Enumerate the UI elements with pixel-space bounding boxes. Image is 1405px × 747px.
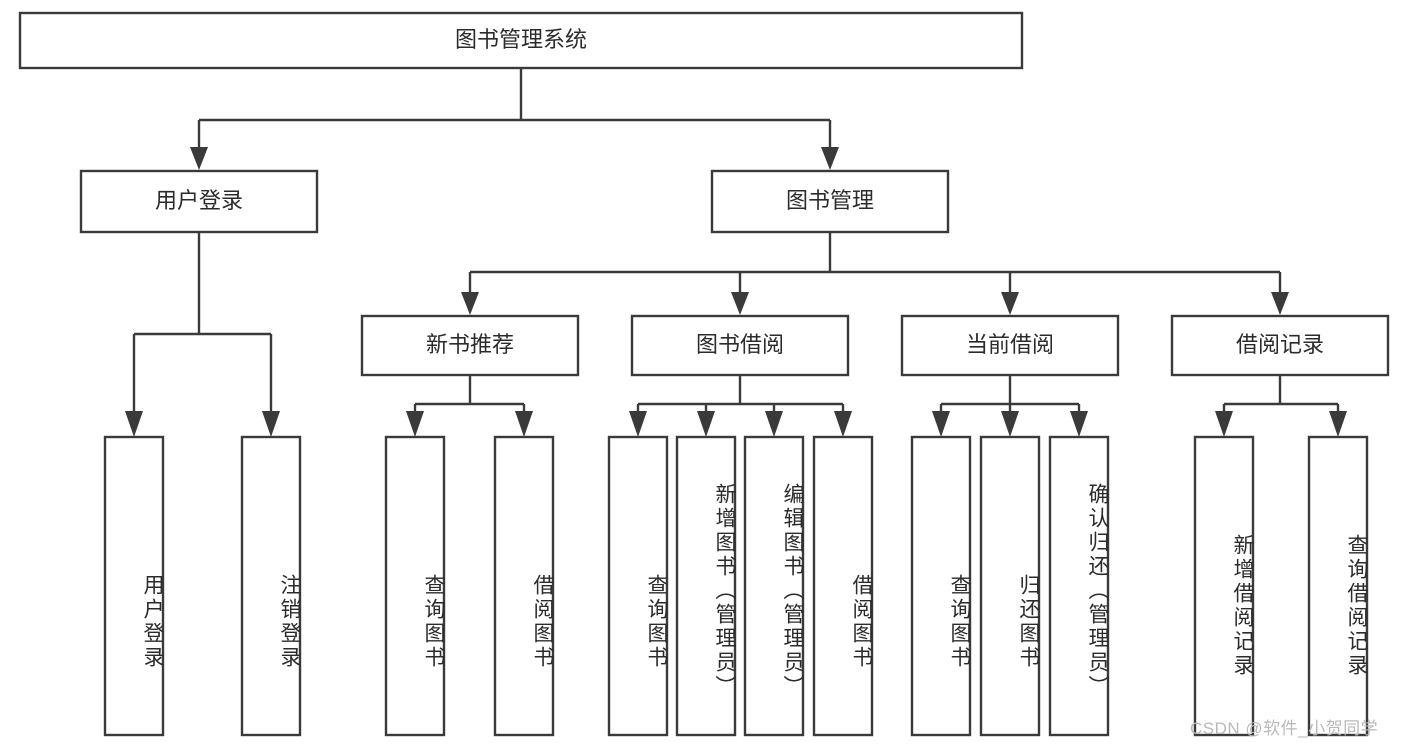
arrow-leaf-2 xyxy=(262,411,280,437)
leaf-box-8[interactable] xyxy=(812,435,874,737)
arrow-leaf-10 xyxy=(1001,411,1019,437)
leaf-box-11[interactable] xyxy=(1048,435,1110,737)
leaf-box-6[interactable] xyxy=(675,435,737,737)
arrow-to-user-login xyxy=(190,147,208,170)
arrow-to-newbook xyxy=(461,292,479,315)
node-borrow-box[interactable] xyxy=(630,314,850,377)
arrow-to-current xyxy=(1001,292,1019,315)
arrow-leaf-6 xyxy=(697,411,715,437)
csdn-watermark: CSDN @软件_小贺同学 xyxy=(1190,719,1379,738)
node-newbook-box[interactable] xyxy=(360,314,580,377)
node-root-box[interactable] xyxy=(18,11,1024,70)
leaf-box-7[interactable] xyxy=(743,435,805,737)
leaf-box-13[interactable] xyxy=(1307,435,1369,737)
leaf-box-12[interactable] xyxy=(1193,435,1255,737)
arrow-leaf-13 xyxy=(1329,411,1347,437)
arrow-leaf-5 xyxy=(629,411,647,437)
leaf-box-1[interactable] xyxy=(103,435,165,737)
arrow-leaf-8 xyxy=(834,411,852,437)
node-current-box[interactable] xyxy=(900,314,1120,377)
leaf-box-2[interactable] xyxy=(240,435,302,737)
arrow-leaf-11 xyxy=(1070,411,1088,437)
arrow-leaf-12 xyxy=(1215,411,1233,437)
arrow-to-borrow xyxy=(731,292,749,315)
leaf-box-10[interactable] xyxy=(979,435,1041,737)
leaf-box-4[interactable] xyxy=(493,435,555,737)
arrow-leaf-3 xyxy=(406,411,424,437)
leaf-box-3[interactable] xyxy=(384,435,446,737)
leaf-box-5[interactable] xyxy=(607,435,669,737)
leaf-box-9[interactable] xyxy=(910,435,972,737)
arrow-leaf-9 xyxy=(932,411,950,437)
arrow-to-record xyxy=(1271,292,1289,315)
arrow-to-book-mgmt xyxy=(821,147,839,170)
node-book-mgmt-box[interactable] xyxy=(710,169,950,234)
arrow-leaf-7 xyxy=(765,411,783,437)
arrow-leaf-1 xyxy=(125,411,143,437)
node-record-box[interactable] xyxy=(1170,314,1390,377)
arrow-leaf-4 xyxy=(515,411,533,437)
node-user-login-box[interactable] xyxy=(79,169,319,234)
